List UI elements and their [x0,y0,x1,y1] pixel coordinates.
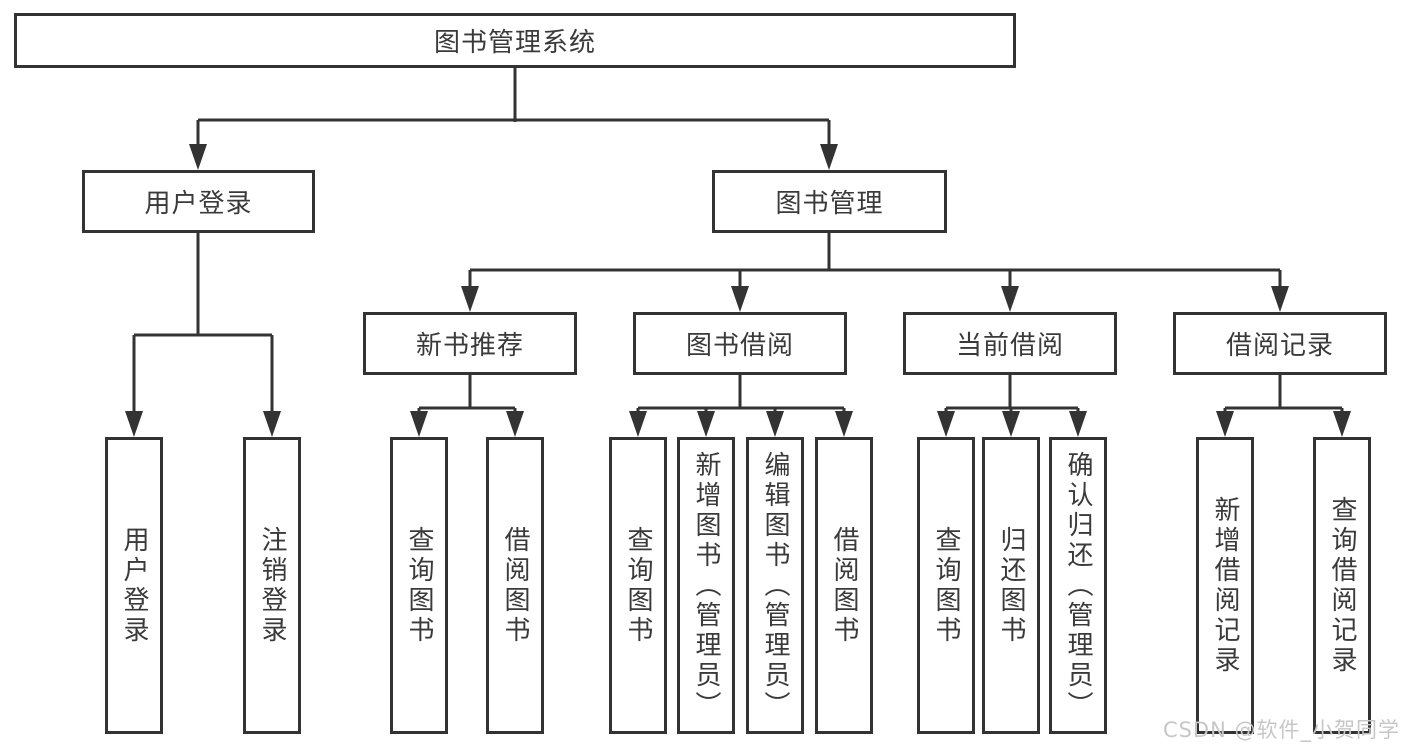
connector-root-to-level2 [196,68,831,150]
node-book-borrowing-label: 图书借阅 [685,331,794,361]
node-library-system-label: 图书管理系统 [433,28,596,58]
node-leaf-return-book: 归还图书 [982,437,1040,734]
node-leaf-query-book-1-label: 查询图书 [404,525,434,646]
node-leaf-add-book-admin: 新增图书（管理员） [677,437,735,734]
node-leaf-edit-book-admin: 编辑图书（管理员） [746,437,804,734]
node-leaf-query-book-2: 查询图书 [609,437,667,734]
node-leaf-query-borrow-record: 查询借阅记录 [1313,437,1371,734]
node-leaf-query-book-3: 查询图书 [917,437,975,734]
connector-book-borrow-to-children [636,375,846,415]
connector-current-borrow-to-children [944,375,1080,415]
node-user-login-branch-label: 用户登录 [144,189,253,219]
node-leaf-return-book-label: 归还图书 [996,525,1026,646]
node-current-borrowing-label: 当前借阅 [955,331,1064,361]
node-leaf-edit-book-admin-label: 编辑图书（管理员） [760,450,790,721]
node-current-borrowing: 当前借阅 [903,312,1117,375]
node-leaf-query-book-2-label: 查询图书 [623,525,653,646]
node-leaf-query-book-3-label: 查询图书 [931,525,961,646]
node-leaf-borrow-book-2: 借阅图书 [815,437,873,734]
node-book-management: 图书管理 [712,170,947,233]
node-leaf-user-login-label: 用户登录 [119,525,149,646]
node-leaf-query-book-1: 查询图书 [390,437,448,734]
node-new-book-recommend: 新书推荐 [363,312,577,375]
node-leaf-add-borrow-record-label: 新增借阅记录 [1210,495,1240,676]
node-borrowing-records: 借阅记录 [1173,312,1387,375]
csdn-watermark: CSDN @软件_小贺同学 [1162,718,1400,742]
node-leaf-logout: 注销登录 [243,437,301,734]
connector-book-mgmt-to-level3 [468,233,1282,292]
node-leaf-query-borrow-record-label: 查询借阅记录 [1327,495,1357,676]
connector-user-login-to-children [132,233,274,415]
node-leaf-add-book-admin-label: 新增图书（管理员） [691,450,721,721]
node-leaf-borrow-book-1-label: 借阅图书 [500,525,530,646]
node-user-login-branch: 用户登录 [82,170,315,233]
connector-borrow-records-to-children [1223,375,1344,415]
node-leaf-borrow-book-2-label: 借阅图书 [829,525,859,646]
node-leaf-confirm-return-admin-label: 确认归还（管理员） [1063,450,1093,721]
connector-new-book-rec-to-children [417,375,517,415]
node-leaf-user-login: 用户登录 [105,437,163,734]
node-new-book-recommend-label: 新书推荐 [415,331,524,361]
node-borrowing-records-label: 借阅记录 [1225,331,1334,361]
node-library-system: 图书管理系统 [14,13,1016,68]
node-leaf-logout-label: 注销登录 [257,525,287,646]
node-book-borrowing: 图书借阅 [633,312,847,375]
node-leaf-add-borrow-record: 新增借阅记录 [1196,437,1254,734]
arrowheads [125,144,1351,437]
node-leaf-borrow-book-1: 借阅图书 [486,437,544,734]
node-book-management-label: 图书管理 [775,189,884,219]
node-leaf-confirm-return-admin: 确认归还（管理员） [1049,437,1107,734]
